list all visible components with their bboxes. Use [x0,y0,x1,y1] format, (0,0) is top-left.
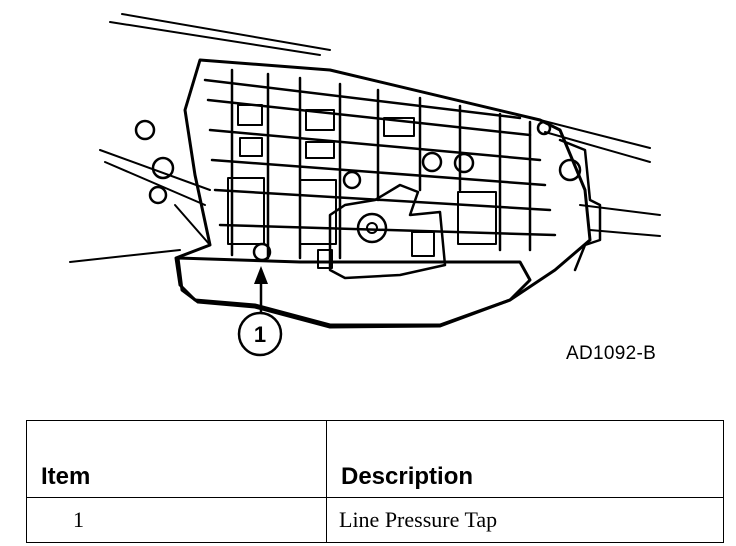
background-lines [69,13,661,263]
oil-pan [176,256,532,329]
table-row: 1 Line Pressure Tap [26,497,724,543]
tail-housing [558,138,602,272]
cell-description: Line Pressure Tap [326,497,724,543]
callout-number: 1 [254,322,266,347]
valve-body [328,183,447,280]
legend-table: Item Description 1 Line Pressure Tap [26,420,724,543]
transmission-diagram: 1 [69,13,661,357]
callout-1: 1 [237,266,283,357]
case-pockets [227,104,497,245]
legend-header-row: Item Description [26,420,724,498]
header-item: Item [26,420,327,498]
figure-id: AD1092-B [566,343,657,364]
cell-item: 1 [26,497,327,543]
bolts [134,119,582,262]
header-description: Description [326,420,724,498]
case-ribs [203,68,557,260]
